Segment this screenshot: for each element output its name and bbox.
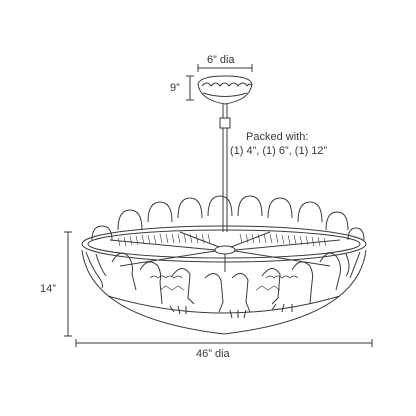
inner-texture xyxy=(117,233,327,291)
packed-with-heading: Packed with: xyxy=(246,131,309,143)
canopy-width-dimension xyxy=(197,64,253,72)
packed-with-rods-text: (1) 4”, (1) 6”, (1) 12” xyxy=(230,145,328,157)
bowl xyxy=(81,225,367,335)
canopy-height-label: 9” xyxy=(170,82,180,94)
fixture-height-dimension xyxy=(64,231,72,337)
canopy-diameter-label: 6” dia xyxy=(207,54,235,66)
stem-rod xyxy=(219,104,231,232)
top-rim-loops xyxy=(91,195,365,241)
canopy-height-dimension xyxy=(186,75,194,101)
canopy xyxy=(197,75,253,105)
fixture-height-label: 14” xyxy=(40,283,56,295)
hanging-fringe xyxy=(85,251,361,319)
center-hub-spokes xyxy=(109,231,341,272)
fixture-diameter-label: 46” dia xyxy=(196,348,230,360)
fixture-diameter-dimension xyxy=(75,339,373,347)
